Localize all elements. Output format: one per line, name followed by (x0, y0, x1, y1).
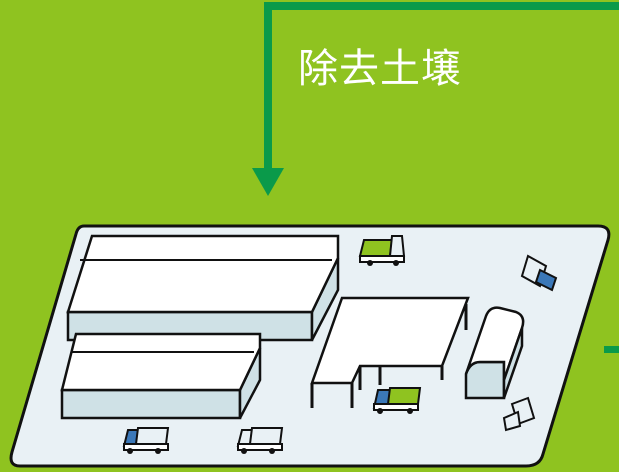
warehouse-small (60, 332, 262, 420)
outflow-arrow-stub (604, 346, 619, 353)
quonset-hut (464, 306, 525, 400)
inflow-arrow (252, 2, 619, 196)
warehouse-large (66, 234, 340, 342)
dump-truck-right-bottom (502, 396, 536, 432)
dump-truck-top (358, 235, 406, 266)
dump-truck-middle (372, 387, 422, 414)
open-shed (310, 296, 470, 408)
dump-truck-right-top (520, 254, 558, 292)
removed-soil-label: 除去土壌 (298, 46, 462, 92)
dump-truck-bottom-left (122, 427, 170, 454)
dump-truck-bottom-center (236, 427, 284, 454)
